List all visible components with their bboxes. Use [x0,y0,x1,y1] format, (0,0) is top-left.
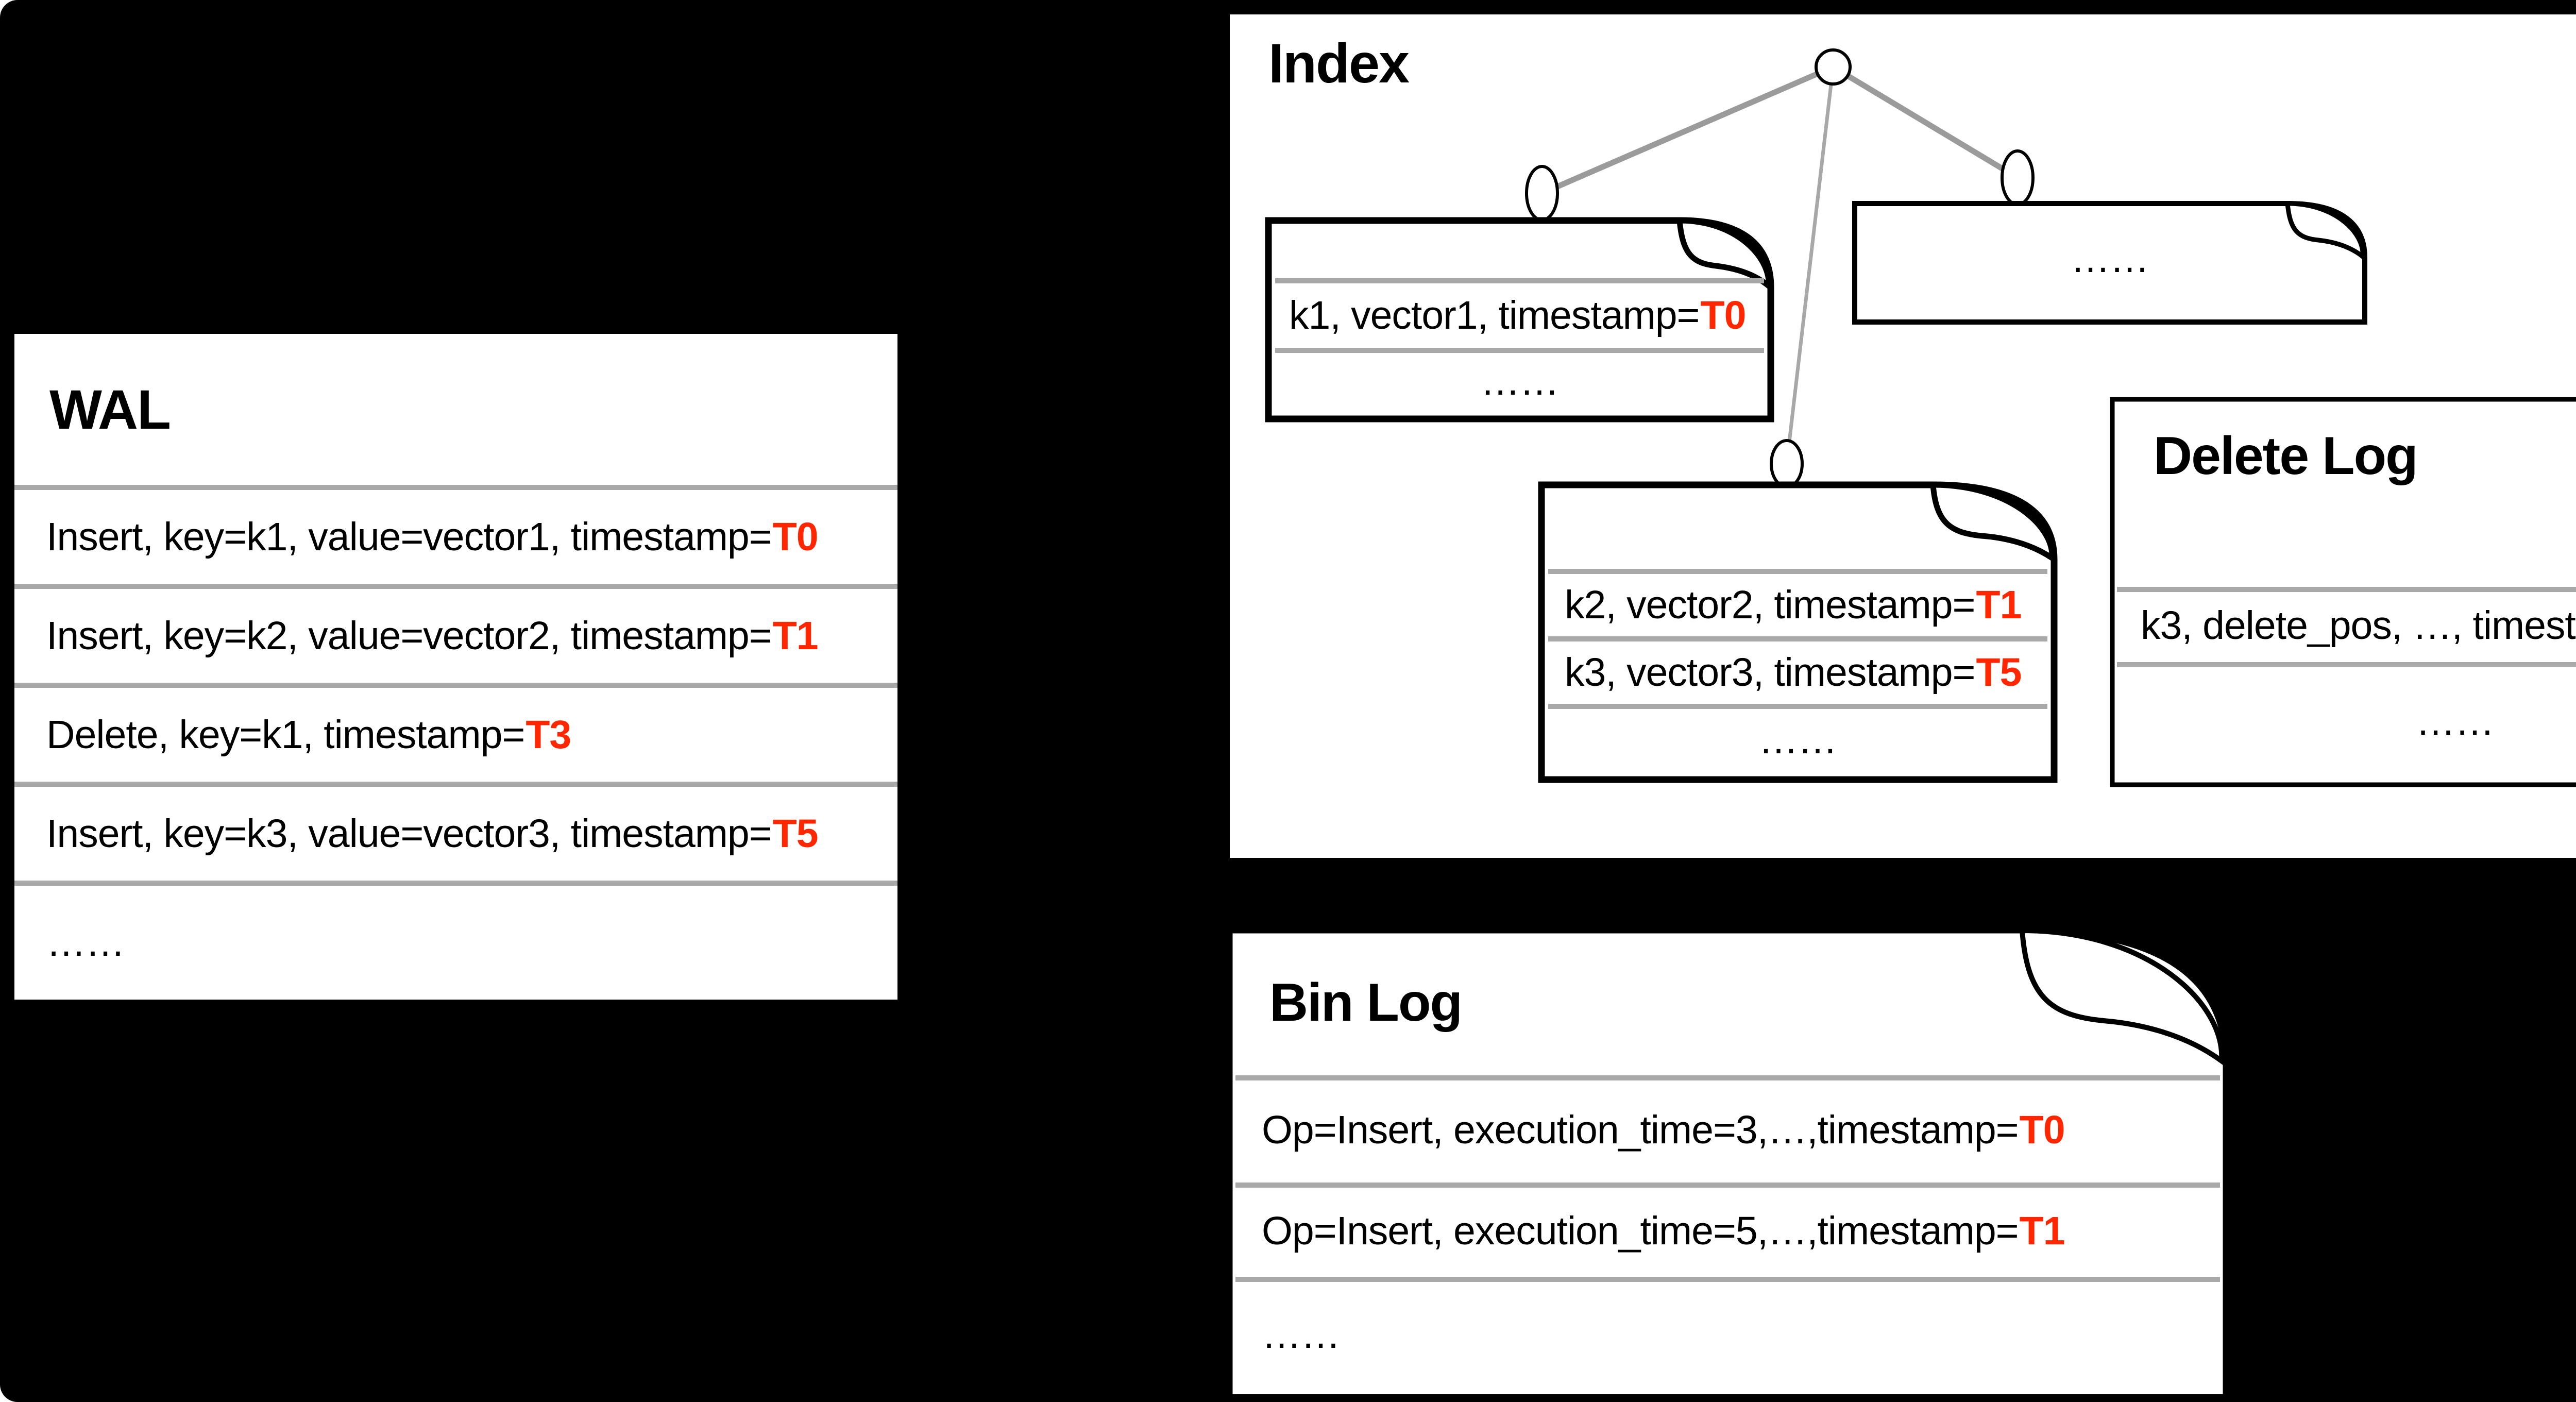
divider [1235,1277,2220,1282]
delete-log-row-text: k3, delete_pos, …, timestamp= [2141,603,2576,648]
wal-panel: WAL Insert, key=k1, value=vector1, times… [14,334,897,1000]
delete-log-ellipsis: …… [2416,699,2495,744]
wal-row-ellipsis: …… [14,881,897,1000]
bin-log-row-text: Op=Insert, execution_time=5,…,timestamp= [1262,1208,2019,1253]
divider [1275,278,1764,283]
divider [1548,569,2047,574]
timestamp-value: T1 [1976,583,2022,627]
segment-row-text: k2, vector2, timestamp= [1565,583,1976,627]
tree-left-node-icon [1525,165,1559,222]
segment-row-text: k1, vector1, timestamp= [1289,293,1700,337]
segment-ellipsis: …… [1480,359,1560,403]
bin-log-page: Bin Log Op=Insert, execution_time=3,…,ti… [1227,927,2229,1400]
tree-middle-node-icon [1770,439,1804,488]
wal-title: WAL [49,378,171,441]
wal-row-text: Delete, key=k1, timestamp= [46,712,525,757]
delete-log-row: k3, delete_pos, …, timestamp=T3 [2141,589,2576,662]
timestamp-value: T0 [772,514,819,559]
segment-row: k3, vector3, timestamp=T5 [1565,639,2049,706]
wal-row: Insert, key=k3, value=vector3, timestamp… [14,782,897,881]
tree-root-node-icon [1815,48,1852,86]
index-segment-page-more: …… [1852,201,2367,325]
segment-row: k2, vector2, timestamp=T1 [1565,571,2049,639]
wal-row: Delete, key=k1, timestamp=T3 [14,683,897,782]
timestamp-value: T1 [772,613,819,658]
wal-row-text: Insert, key=k1, value=vector1, timestamp… [46,514,772,559]
bin-log-ellipsis: …… [1262,1312,1341,1357]
divider [2117,587,2576,592]
bin-log-row-text: Op=Insert, execution_time=3,…,timestamp= [1262,1108,2019,1152]
wal-row-text: Insert, key=k2, value=vector2, timestamp… [46,613,772,658]
index-segment-page-k2-k3: k2, vector2, timestamp=T1 k3, vector3, t… [1538,481,2058,783]
index-tree-icon [1525,48,2035,488]
tree-right-node-icon [2001,149,2035,206]
folded-page-icon [1265,217,1774,423]
timestamp-value: T5 [1976,650,2022,695]
wal-row: Insert, key=k1, value=vector1, timestamp… [14,485,897,584]
divider [1235,1183,2220,1188]
timestamp-value: T0 [1700,293,1747,337]
segment-ellipsis: …… [1758,717,1838,762]
segment-ellipsis: …… [2071,237,2149,281]
divider [1275,348,1764,353]
timestamp-value: T5 [772,811,819,856]
divider [1548,636,2047,641]
folded-page-icon [2110,397,2576,787]
bin-log-title: Bin Log [1269,972,1463,1033]
index-title: Index [1268,32,1410,94]
delete-log-title: Delete Log [2154,426,2418,486]
folded-page-icon [1852,201,2367,325]
timestamp-value: T0 [2019,1108,2065,1152]
divider [2117,662,2576,667]
wal-row: Insert, key=k2, value=vector2, timestamp… [14,584,897,683]
timestamp-value: T3 [526,712,571,757]
divider [1548,704,2047,709]
wal-row-text: Insert, key=k3, value=vector3, timestamp… [46,811,772,856]
segment-row-text: k3, vector3, timestamp= [1565,650,1976,695]
segment-row: k1, vector1, timestamp=T0 [1289,281,1766,350]
divider [1235,1075,2220,1080]
bin-log-row: Op=Insert, execution_time=3,…,timestamp=… [1262,1078,2221,1183]
delete-log-page: Delete Log k3, delete_pos, …, timestamp=… [2110,397,2576,787]
timestamp-value: T1 [2019,1208,2065,1253]
index-segment-page-k1: k1, vector1, timestamp=T0 …… [1265,217,1774,423]
bin-log-row: Op=Insert, execution_time=5,…,timestamp=… [1262,1185,2221,1277]
